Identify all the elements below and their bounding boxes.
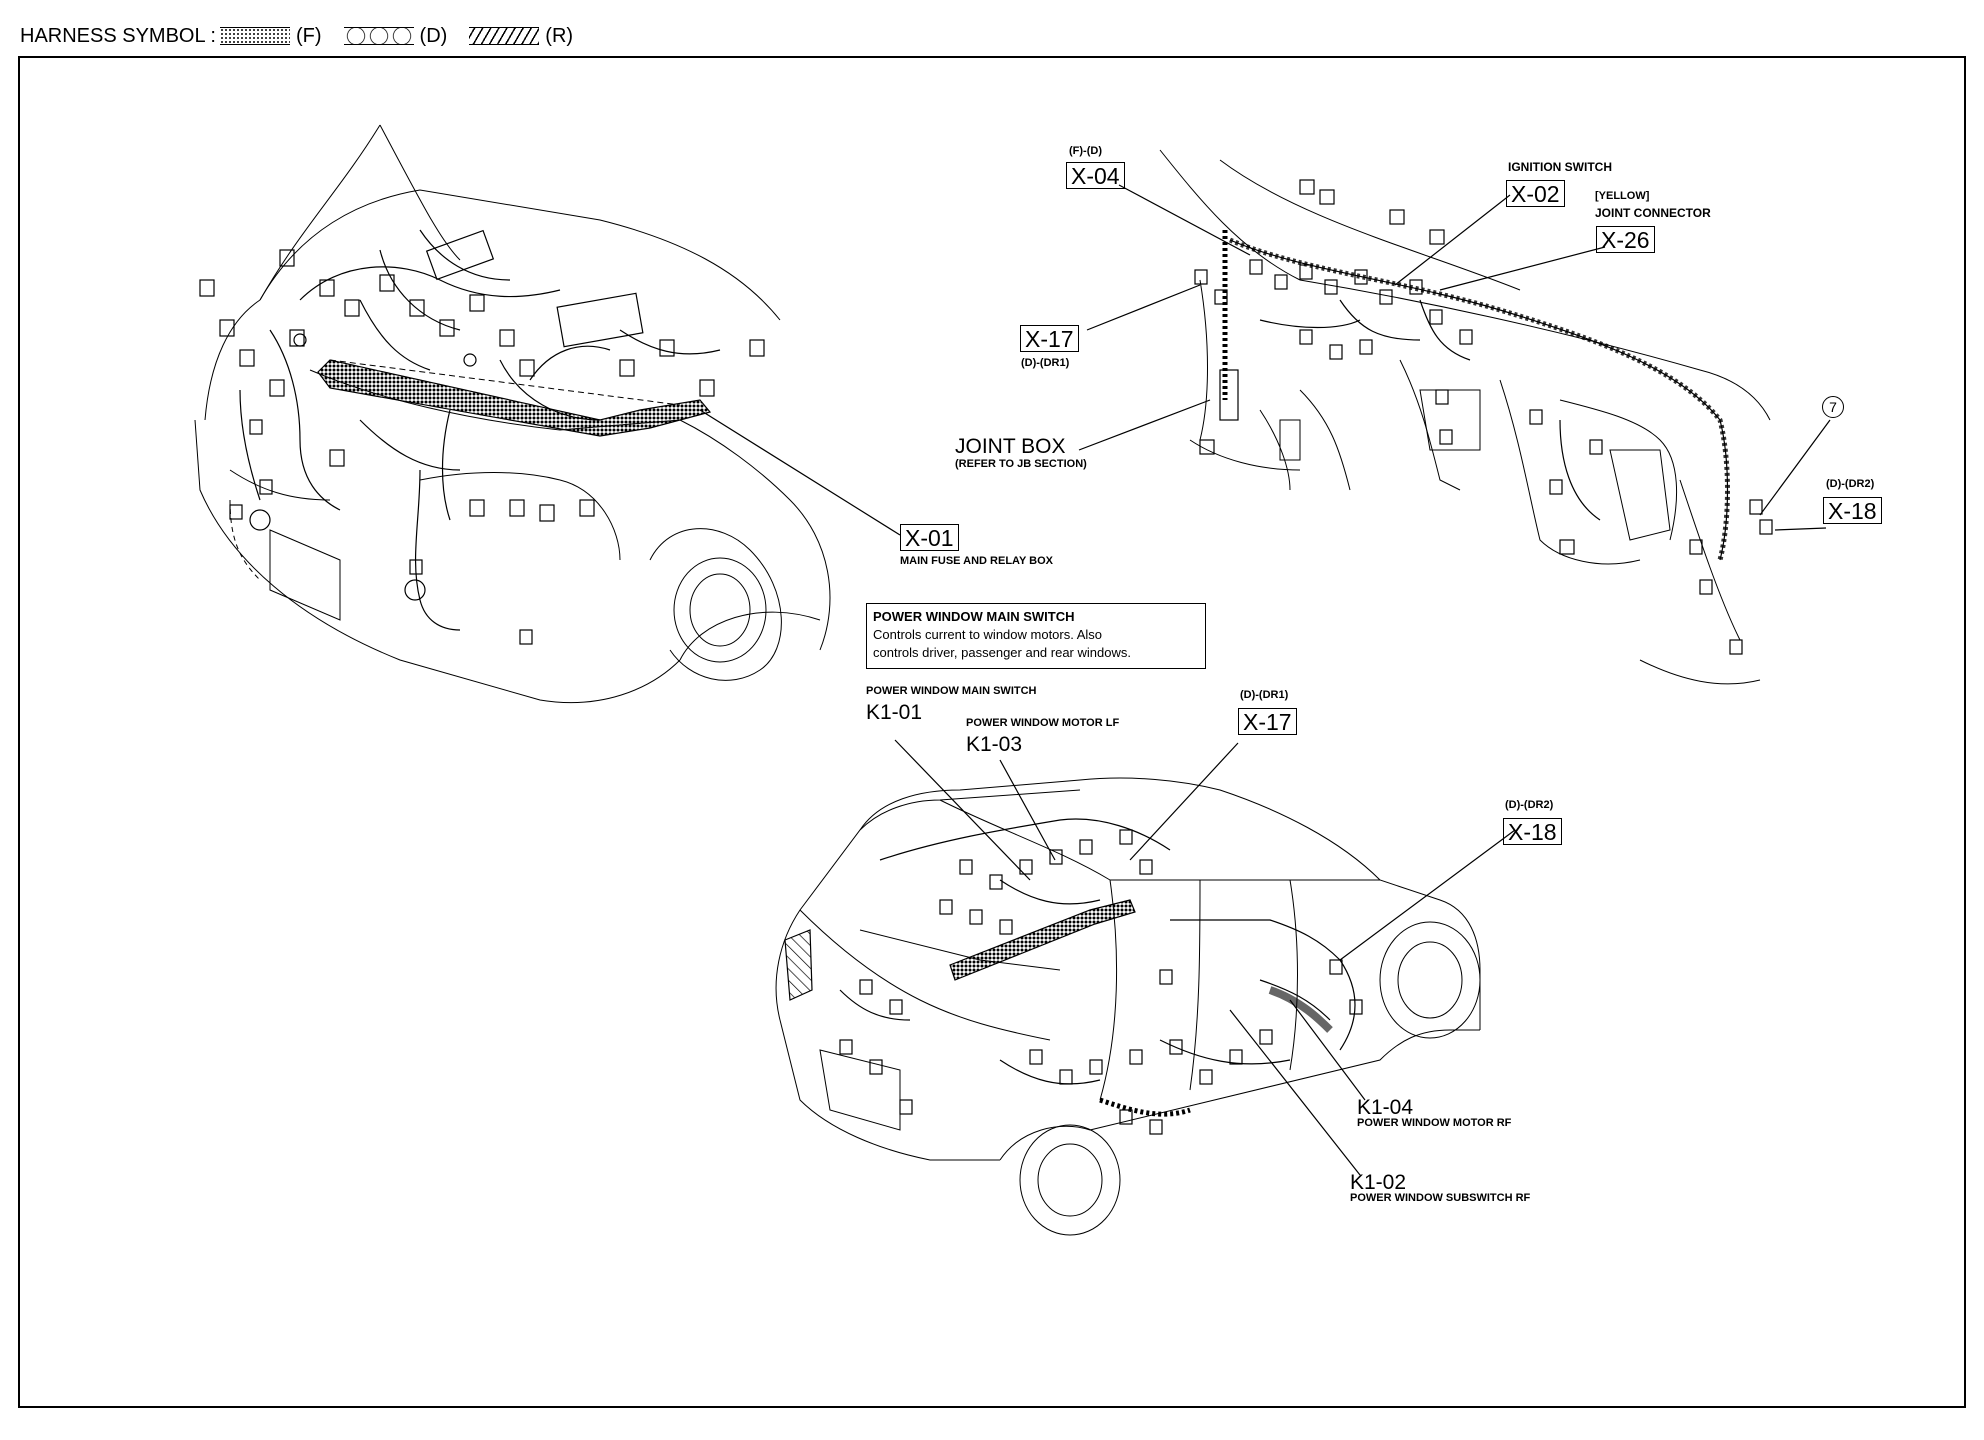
connector-x18-dash-code: X-18 [1823,497,1882,524]
connector-k102-code: K1-02 [1350,1171,1407,1194]
rear-vehicle-drawing [775,777,1481,1236]
connector-x26-color: [YELLOW] [1595,190,1650,202]
connector-x01-code: X-01 [900,524,959,551]
connector-x02-description: IGNITION SWITCH [1508,160,1612,174]
dashboard-drawing [1159,149,1771,685]
connector-k101-code: K1-01 [866,701,923,724]
dotted-harness-symbol-icon [219,27,290,45]
engine-bay-vehicle-drawing [194,124,831,704]
connector-x18-door-tag: (D)-(DR2) [1505,799,1554,811]
connector-x26-code: X-26 [1596,226,1655,253]
note-line-2: controls driver, passenger and rear wind… [873,645,1131,660]
connector-x17-dash-code: X-17 [1020,325,1079,352]
connector-x01-description: MAIN FUSE AND RELAY BOX [900,555,1054,567]
connector-x18-door-code: X-18 [1503,818,1562,845]
note-line-1: Controls current to window motors. Also [873,627,1103,642]
connector-k101-description: POWER WINDOW MAIN SWITCH [866,685,1037,697]
connector-k103-description: POWER WINDOW MOTOR LF [966,717,1120,729]
legend-code-d: (D) [419,24,448,47]
connector-x26-description: JOINT CONNECTOR [1595,206,1711,220]
rear-harness-wires [839,818,1363,1135]
diagram-frame [18,56,1966,1408]
joint-box-note: (REFER TO JB SECTION) [955,458,1087,470]
legend-code-f: (F) [295,24,322,47]
connector-x02-code: X-02 [1506,180,1565,207]
connector-x04-tag: (F)-(D) [1069,145,1102,157]
connector-x17-door-code: X-17 [1238,708,1297,735]
connector-x18-dash-tag: (D)-(DR2) [1826,478,1875,490]
legend-code-r: (R) [545,24,574,47]
joint-box-title: JOINT BOX [955,435,1066,458]
reference-marker-7: 7 [1822,396,1844,418]
note-title: POWER WINDOW MAIN SWITCH [873,609,1075,624]
engine-bay-harness-wires [199,229,765,645]
connector-x17-door-tag: (D)-(DR1) [1240,689,1289,701]
connector-k102-description: POWER WINDOW SUBSWITCH RF [1350,1192,1531,1204]
connector-x17-dash-tag: (D)-(DR1) [1021,357,1070,369]
connector-k104-code: K1-04 [1357,1096,1414,1119]
harness-symbol-legend: HARNESS SYMBOL : (F) (D) (R) [20,20,591,52]
connector-k103-code: K1-03 [966,733,1023,756]
connector-k104-description: POWER WINDOW MOTOR RF [1357,1117,1512,1129]
circle-chain-harness-symbol-icon [343,27,414,45]
dashboard-harness-wires [1194,179,1773,655]
hatched-harness-symbol-icon [469,27,540,45]
legend-prefix: HARNESS SYMBOL : [20,24,216,47]
power-window-main-switch-note: POWER WINDOW MAIN SWITCH Controls curren… [866,603,1206,669]
connector-x04-code: X-04 [1066,162,1125,189]
